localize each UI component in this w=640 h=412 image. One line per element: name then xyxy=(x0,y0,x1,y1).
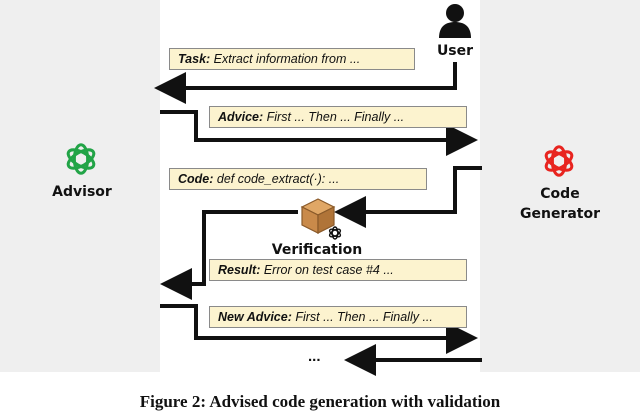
new-advice-message-key: New Advice: xyxy=(218,310,292,324)
task-message-key: Task: xyxy=(178,52,211,66)
verification-label: Verification xyxy=(271,242,363,258)
arrow-user-to-advisor xyxy=(154,62,457,104)
arrow-result xyxy=(160,210,298,300)
code-message-text: def code_extract(·): ... xyxy=(213,172,340,186)
code-message-key: Code: xyxy=(178,172,214,186)
new-advice-message-text: First ... Then ... Finally ... xyxy=(291,310,433,324)
arrow-advice xyxy=(160,110,478,156)
advice-message: Advice: First ... Then ... Finally ... xyxy=(209,106,467,128)
new-advice-message: New Advice: First ... Then ... Finally .… xyxy=(209,306,467,328)
code-generator-lane xyxy=(480,0,640,372)
user-icon xyxy=(439,4,471,38)
advice-message-key: Advice: xyxy=(218,110,264,124)
verification-box-icon xyxy=(300,198,336,234)
figure-caption: Figure 2: Advised code generation with v… xyxy=(139,392,501,411)
advisor-logo-icon xyxy=(66,143,96,175)
code-generator-label-line1: Code xyxy=(540,186,580,202)
result-message-key: Result: xyxy=(218,263,261,277)
result-message-text: Error on test case #4 ... xyxy=(260,263,394,277)
advisor-label: Advisor xyxy=(52,184,112,200)
task-message-text: Extract information from ... xyxy=(210,52,361,66)
code-message: Code: def code_extract(·): ... xyxy=(169,168,427,190)
continuation-ellipsis: ... xyxy=(308,348,321,365)
arrow-code xyxy=(334,166,482,228)
verification-ai-icon xyxy=(328,226,342,240)
advice-message-text: First ... Then ... Finally ... xyxy=(263,110,405,124)
arrow-new-advice xyxy=(160,304,478,354)
code-generator-logo-icon xyxy=(544,145,574,177)
code-generator-label-line2: Generator xyxy=(519,206,600,222)
advisor-lane xyxy=(0,0,160,372)
result-message: Result: Error on test case #4 ... xyxy=(209,259,467,281)
user-label: User xyxy=(436,43,474,59)
task-message: Task: Extract information from ... xyxy=(169,48,415,70)
